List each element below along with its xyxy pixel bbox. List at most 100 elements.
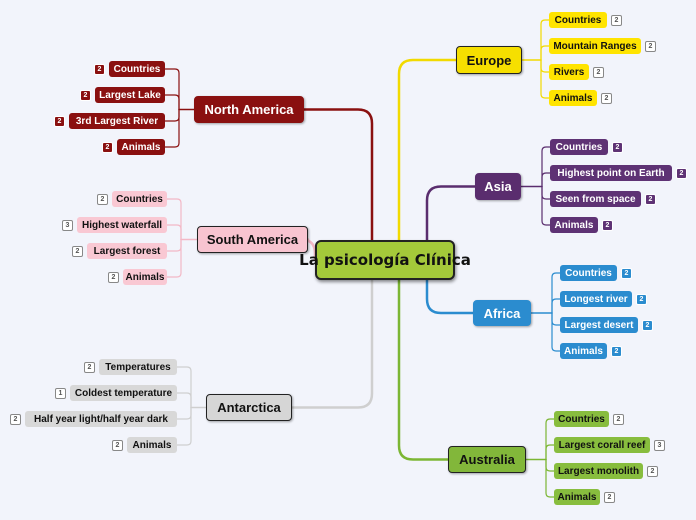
- sub-connector: [164, 94, 180, 111]
- collapse-count-badge[interactable]: 2: [54, 116, 65, 127]
- topic-africa[interactable]: Africa: [473, 300, 531, 326]
- collapse-count-badge[interactable]: 2: [636, 294, 647, 305]
- topic-australia[interactable]: Australia: [448, 446, 526, 473]
- sub-connector: [176, 406, 192, 420]
- sub-connector: [540, 45, 550, 61]
- collapse-count-badge[interactable]: 2: [611, 15, 622, 26]
- subtopic-label: 3rd Largest River: [75, 115, 159, 127]
- subtopic-north-america[interactable]: Countries: [109, 61, 165, 77]
- subtopic-south-america[interactable]: Largest forest: [87, 243, 167, 259]
- sub-connector: [551, 272, 561, 314]
- subtopic-asia[interactable]: Seen from space: [550, 191, 641, 207]
- subtopic-asia[interactable]: Highest point on Earth: [550, 165, 672, 181]
- subtopic-australia[interactable]: Largest monolith: [554, 463, 643, 479]
- topic-asia[interactable]: Asia: [475, 173, 521, 200]
- sub-connector: [540, 59, 550, 73]
- subtopic-label: Largest corall reef: [558, 439, 646, 451]
- subtopic-africa[interactable]: Animals: [560, 343, 607, 359]
- sub-connector: [166, 224, 182, 241]
- topic-north-america[interactable]: North America: [194, 96, 304, 123]
- subtopic-south-america[interactable]: Highest waterfall: [77, 217, 167, 233]
- sub-connector: [541, 172, 551, 188]
- subtopic-label: Countries: [554, 14, 602, 26]
- subtopic-north-america[interactable]: Animals: [117, 139, 165, 155]
- sub-connector: [551, 312, 561, 352]
- subtopic-label: Rivers: [553, 66, 585, 78]
- subtopic-australia[interactable]: Largest corall reef: [554, 437, 650, 453]
- branch-connector-north-america: [302, 108, 374, 250]
- collapse-count-badge[interactable]: 2: [72, 246, 83, 257]
- sub-connector: [176, 366, 192, 409]
- collapse-count-badge[interactable]: 2: [647, 466, 658, 477]
- subtopic-north-america[interactable]: 3rd Largest River: [69, 113, 165, 129]
- subtopic-europe[interactable]: Rivers: [549, 64, 589, 80]
- subtopic-label: Countries: [113, 63, 161, 75]
- subtopic-australia[interactable]: Countries: [554, 411, 609, 427]
- collapse-count-badge[interactable]: 2: [645, 41, 656, 52]
- collapse-count-badge[interactable]: 2: [621, 268, 632, 279]
- collapse-count-badge[interactable]: 3: [654, 440, 665, 451]
- sub-connector: [164, 68, 180, 111]
- collapse-count-badge[interactable]: 2: [645, 194, 656, 205]
- collapse-count-badge[interactable]: 2: [112, 440, 123, 451]
- subtopic-label: Animals: [564, 345, 603, 357]
- sub-connector: [166, 238, 182, 278]
- sub-connector: [540, 59, 550, 99]
- subtopic-asia[interactable]: Animals: [550, 217, 598, 233]
- subtopic-antarctica[interactable]: Temperatures: [99, 359, 177, 375]
- collapse-count-badge[interactable]: 2: [84, 362, 95, 373]
- subtopic-africa[interactable]: Longest river: [560, 291, 632, 307]
- subtopic-label: Countries: [565, 267, 612, 279]
- subtopic-south-america[interactable]: Animals: [123, 269, 167, 285]
- collapse-count-badge[interactable]: 2: [10, 414, 21, 425]
- collapse-count-badge[interactable]: 2: [102, 142, 113, 153]
- subtopic-label: Animals: [553, 92, 593, 104]
- subtopic-label: Mountain Ranges: [553, 40, 637, 52]
- sub-connector: [176, 406, 192, 446]
- collapse-count-badge[interactable]: 2: [613, 414, 624, 425]
- subtopic-antarctica[interactable]: Half year light/half year dark: [25, 411, 177, 427]
- subtopic-australia[interactable]: Animals: [554, 489, 600, 505]
- subtopic-label: Half year light/half year dark: [34, 413, 168, 425]
- subtopic-south-america[interactable]: Countries: [112, 191, 167, 207]
- topic-south-america[interactable]: South America: [197, 226, 308, 253]
- collapse-count-badge[interactable]: 2: [601, 93, 612, 104]
- collapse-count-badge[interactable]: 2: [611, 346, 622, 357]
- collapse-count-badge[interactable]: 2: [94, 64, 105, 75]
- collapse-count-badge[interactable]: 1: [55, 388, 66, 399]
- topic-antarctica[interactable]: Antarctica: [206, 394, 292, 421]
- collapse-count-badge[interactable]: 2: [604, 492, 615, 503]
- subtopic-label: Animals: [557, 491, 597, 503]
- subtopic-antarctica[interactable]: Animals: [127, 437, 177, 453]
- collapse-count-badge[interactable]: 2: [97, 194, 108, 205]
- branch-connector-africa: [425, 258, 475, 315]
- collapse-count-badge[interactable]: 2: [676, 168, 687, 179]
- collapse-count-badge[interactable]: 2: [602, 220, 613, 231]
- collapse-count-badge[interactable]: 2: [612, 142, 623, 153]
- sub-connector: [164, 108, 180, 122]
- collapse-count-badge[interactable]: 2: [593, 67, 604, 78]
- subtopic-europe[interactable]: Mountain Ranges: [549, 38, 641, 54]
- collapse-count-badge[interactable]: 2: [80, 90, 91, 101]
- collapse-count-badge[interactable]: 2: [642, 320, 653, 331]
- collapse-count-badge[interactable]: 2: [108, 272, 119, 283]
- collapse-count-badge[interactable]: 3: [62, 220, 73, 231]
- subtopic-antarctica[interactable]: Coldest temperature: [70, 385, 177, 401]
- central-topic[interactable]: La psicología Clínica: [299, 240, 471, 280]
- subtopic-label: Largest monolith: [557, 465, 640, 477]
- subtopic-africa[interactable]: Countries: [560, 265, 617, 281]
- sub-connector: [545, 444, 555, 461]
- sub-connector: [545, 418, 555, 461]
- subtopic-europe[interactable]: Countries: [549, 12, 607, 28]
- subtopic-north-america[interactable]: Largest Lake: [95, 87, 165, 103]
- sub-connector: [176, 392, 192, 409]
- subtopic-europe[interactable]: Animals: [549, 90, 597, 106]
- subtopic-label: Countries: [555, 141, 603, 153]
- subtopic-africa[interactable]: Largest desert: [560, 317, 638, 333]
- subtopic-label: Animals: [125, 271, 165, 283]
- subtopic-asia[interactable]: Countries: [550, 139, 608, 155]
- subtopic-label: Countries: [558, 413, 605, 425]
- topic-europe[interactable]: Europe: [456, 46, 522, 74]
